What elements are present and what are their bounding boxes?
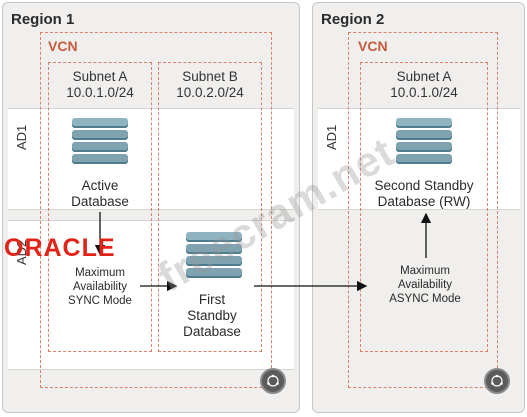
subnet-a-region-2-cidr: 10.0.1.0/24 [390, 85, 458, 100]
subnet-a-cidr: 10.0.1.0/24 [66, 85, 134, 100]
vcn-label-region-1: VCN [48, 38, 78, 54]
gateway-icon-region-1 [260, 368, 286, 394]
oracle-logo: ORACLE [4, 234, 116, 262]
async-mode-label: Maximum Availability ASYNC Mode [389, 265, 461, 305]
subnet-a-name: Subnet A [72, 69, 128, 84]
gateway-icon-region-2 [484, 368, 510, 394]
subnet-b-region-1: Subnet B 10.0.2.0/24 [158, 62, 262, 352]
region-2-title: Region 2 [321, 11, 385, 28]
sync-mode-label: Maximum Availability SYNC Mode [68, 267, 132, 307]
second-standby-database-caption: Second Standby Database (RW) [374, 178, 474, 209]
active-database-icon [72, 118, 128, 166]
vcn-region-1 [40, 32, 272, 388]
first-standby-database-icon [186, 232, 242, 280]
subnet-a-region-1: Subnet A 10.0.1.0/24 [48, 62, 152, 352]
subnet-b-name: Subnet B [182, 69, 238, 84]
vcn-label-region-2: VCN [358, 38, 388, 54]
subnet-a-region-2: Subnet A 10.0.1.0/24 [360, 62, 488, 352]
second-standby-database-icon [396, 118, 452, 166]
first-standby-database-caption: First Standby Database [183, 292, 241, 339]
active-database-caption: Active Database [71, 178, 129, 209]
subnet-b-cidr: 10.0.2.0/24 [176, 85, 244, 100]
region-1-title: Region 1 [11, 11, 75, 28]
vcn-region-2 [348, 32, 498, 388]
subnet-a-region-2-name: Subnet A [396, 69, 452, 84]
